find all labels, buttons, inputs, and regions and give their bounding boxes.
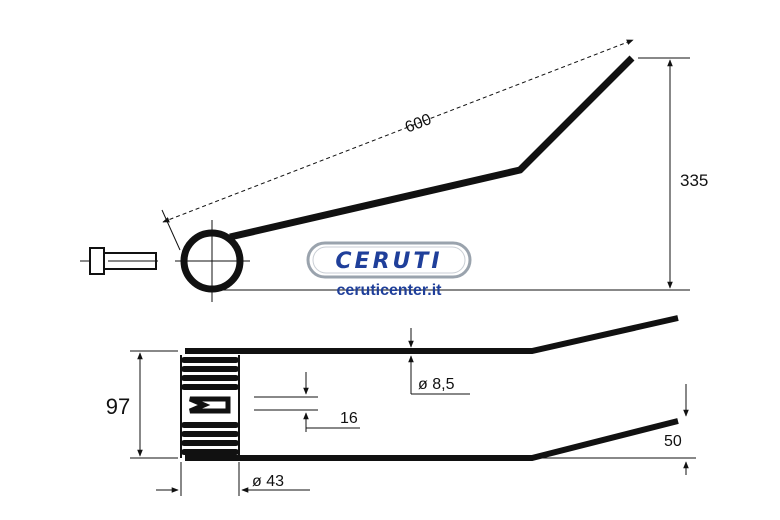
dim-text-97: 97 bbox=[106, 394, 130, 419]
dim-text-tine-offset: 50 bbox=[664, 433, 682, 450]
logo-badge bbox=[306, 241, 472, 279]
dim-text-wire-diameter: ø 8,5 bbox=[418, 376, 455, 393]
dim-text-600: 600 bbox=[403, 111, 434, 136]
bolt-icon bbox=[80, 247, 158, 275]
side-view: 97 ø 8,5 16 50 ø 43 bbox=[106, 315, 696, 496]
coil-loop bbox=[189, 396, 231, 414]
coil-lower bbox=[181, 422, 239, 455]
dim-text-335: 335 bbox=[680, 171, 708, 190]
logo-text: CERUTI bbox=[335, 249, 442, 274]
tine-profile bbox=[229, 55, 635, 241]
ceruti-logo: CERUTI bbox=[306, 241, 472, 279]
upper-tine bbox=[185, 315, 679, 354]
website-link[interactable]: ceruticenter.it bbox=[337, 282, 443, 299]
top-view: 600 335 bbox=[80, 39, 708, 302]
dim-line-600 bbox=[162, 39, 634, 223]
dim-text-coil-diameter: ø 43 bbox=[252, 473, 284, 490]
dim-text-gap: 16 bbox=[340, 410, 358, 427]
coil-upper bbox=[181, 357, 239, 390]
lower-tine bbox=[185, 418, 679, 461]
